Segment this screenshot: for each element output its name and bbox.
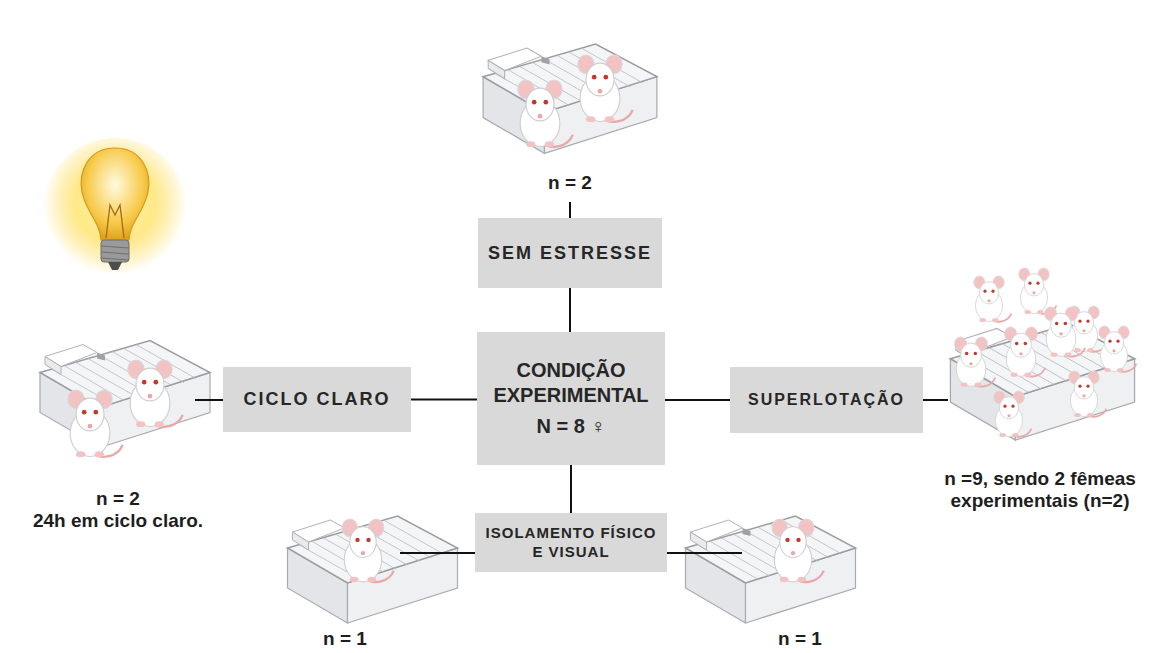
box-title: CICLO CLARO	[244, 388, 391, 411]
cage-crowded-mice	[950, 268, 1136, 440]
box-title: SEM ESTRESSE	[488, 242, 652, 265]
cage-two-mice	[40, 341, 210, 458]
leader-lines	[195, 202, 948, 553]
sample-size: n = 1	[285, 628, 405, 650]
sample-size: n = 2	[58, 488, 178, 510]
sample-size: n = 2	[510, 172, 630, 194]
condition-box: CICLO CLARO	[223, 367, 411, 432]
cage-one-mouse	[686, 516, 856, 623]
box-title: ISOLAMENTO FÍSICO E VISUAL	[483, 524, 659, 562]
sample-size-note: n =9, sendo 2 fêmeas experimentais (n=2)	[937, 468, 1143, 512]
sample-size: n = 1	[740, 628, 860, 650]
connector	[411, 399, 477, 401]
light-bulb	[43, 138, 187, 282]
condition-box: SUPERLOTAÇÃO	[730, 367, 923, 433]
condition-box: ISOLAMENTO FÍSICO E VISUAL	[475, 513, 667, 572]
box-title: CONDIÇÃO EXPERIMENTAL	[485, 358, 657, 408]
cage-two-mice	[483, 44, 657, 153]
cage-one-mouse	[288, 516, 458, 623]
connector	[665, 399, 730, 401]
box-title: SUPERLOTAÇÃO	[748, 390, 905, 410]
condition-box: SEM ESTRESSE	[478, 218, 662, 288]
connector	[569, 288, 571, 332]
central-box: CONDIÇÃO EXPERIMENTAL N = 8 ♀	[477, 332, 665, 465]
condition-note: 24h em ciclo claro.	[3, 510, 233, 532]
connector	[570, 465, 572, 513]
box-subtitle: N = 8 ♀	[537, 414, 606, 439]
